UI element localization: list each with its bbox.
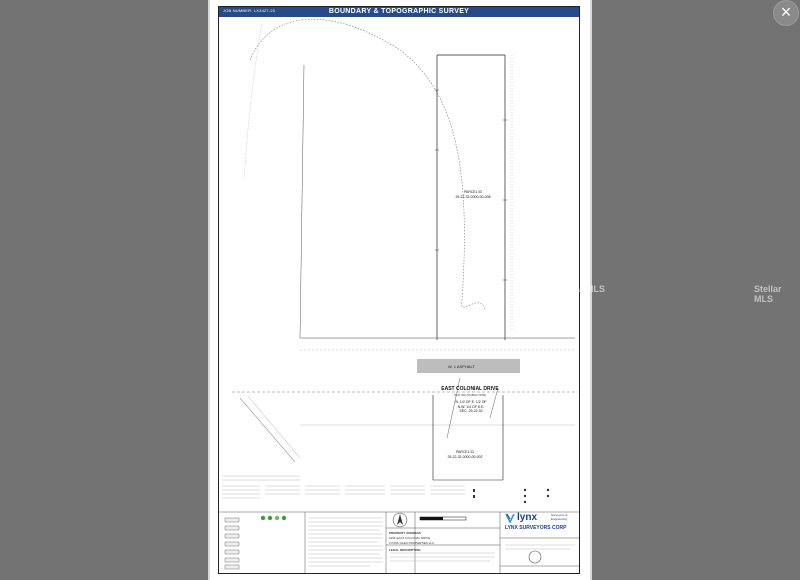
survey-sheet (218, 6, 580, 574)
parcel-a-heading: PARCEL ID (463, 190, 483, 194)
west-curve (243, 23, 263, 181)
parcel-b-heading: PARCEL ID (455, 450, 475, 454)
logo-subtitle: Surveyors & Engineering (551, 513, 568, 521)
easement-line-3: SEC. 29-22-32 (459, 409, 483, 413)
easement-line-2: N.W. 1/4 OF S.E. (457, 404, 485, 409)
parcel-a-label: PARCEL ID 29-22-32-0000-00-008 (448, 190, 498, 199)
diagonal-road-1 (239, 397, 296, 463)
sheet-title-bar: JOB NUMBER: LX3427-20 BOUNDARY & TOPOGRA… (219, 7, 579, 17)
asphalt-strip (417, 359, 520, 373)
diagonal-road-2 (247, 395, 301, 459)
parcel-b-id: 29-22-32-0000-00-002 (447, 454, 483, 459)
scale-bar (419, 516, 467, 521)
logo-text: lynx (517, 512, 538, 523)
property-address: 6151 EAST COLONIAL DRIVE (389, 536, 431, 540)
north-arrow (392, 512, 408, 528)
road-subtitle: (S.R. 50) (PUBLIC R/W) (453, 393, 487, 397)
close-button[interactable]: × (773, 0, 799, 26)
easement-line-1: N. 1/2 OF E. 1/2 OF (455, 400, 487, 404)
company-name: LYNX SURVEYORS CORP (505, 525, 567, 531)
road-name: EAST COLONIAL DRIVE (441, 386, 499, 392)
job-number: JOB NUMBER: LX3427-20 (223, 8, 276, 13)
easement-label: N. 1/2 OF E. 1/2 OF N.W. 1/4 OF S.E. SEC… (418, 400, 524, 414)
parcel-b-label: PARCEL ID 29-22-32-0000-00-002 (440, 450, 490, 459)
lynx-logo-icon (505, 513, 515, 523)
legal-description-heading: LEGAL DESCRIPTION (389, 548, 421, 552)
watermark: Stellar MLS (754, 284, 782, 304)
green-symbols (260, 515, 287, 521)
title-block-grid (219, 511, 579, 573)
west-vertical-line (299, 64, 305, 339)
notes-text-lines (222, 475, 575, 567)
owner-name: LYNNS GLEN PROPERTIES LLC (389, 541, 435, 545)
arrow-line-2 (489, 387, 499, 419)
surveyor-seal (528, 550, 542, 564)
property-address-heading: PROPERTY ADDRESS (389, 531, 421, 535)
asphalt-label: W. 1 ASPHALT (448, 364, 475, 369)
watermark: Stellar MLS (556, 284, 606, 294)
parcel-a-id: 29-22-32-0000-00-008 (455, 194, 491, 199)
symbol-legend (473, 488, 550, 504)
curved-boundary-arc (249, 18, 486, 311)
sheet-title: BOUNDARY & TOPOGRAPHIC SURVEY (328, 8, 470, 15)
arrow-line (446, 377, 461, 439)
boundary-ticks (435, 89, 507, 281)
line-legend (224, 517, 240, 570)
company-logo: lynx Surveyors & Engineering (505, 512, 575, 535)
